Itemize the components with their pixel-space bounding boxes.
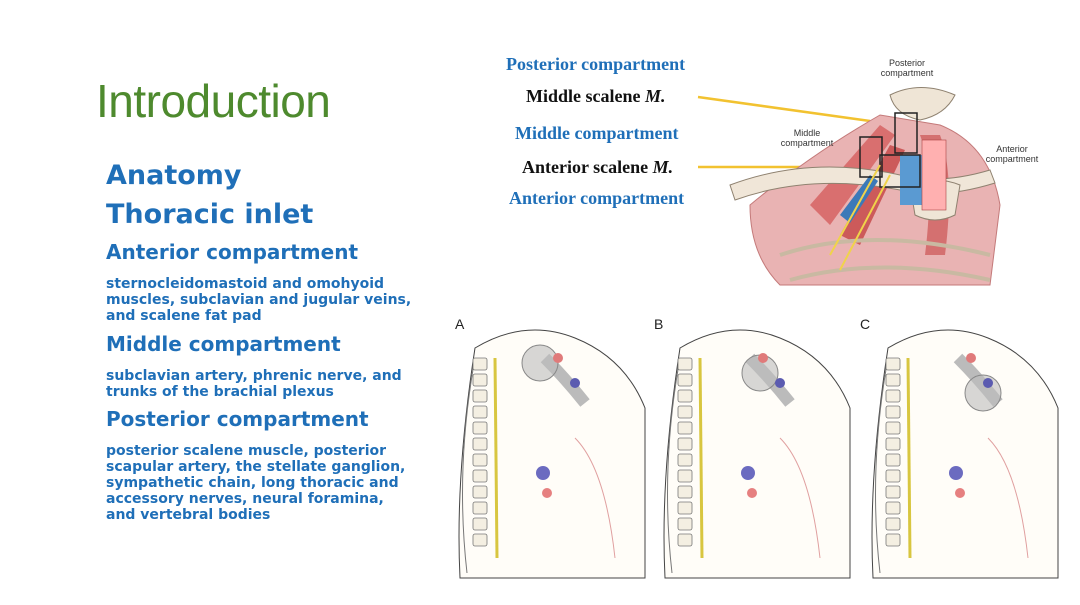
- label-middle-scalene: Middle scalene M.: [526, 86, 666, 106]
- sagittal-diagram-b: [663, 329, 851, 579]
- text-posterior-compartment: posterior scalene muscle, posterior scap…: [106, 443, 406, 523]
- heading-middle-compartment: Middle compartment: [106, 332, 341, 356]
- heading-thoracic-inlet: Thoracic inlet: [106, 199, 314, 230]
- label-anterior-scalene: Anterior scalene M.: [522, 157, 674, 177]
- label-middle-compartment: Middle compartment: [515, 123, 679, 143]
- sagittal-diagram-c: [871, 329, 1059, 579]
- panel-label-b: B: [654, 316, 664, 332]
- small-label-anterior: Anterior compartment: [985, 144, 1039, 164]
- label-posterior-compartment: Posterior compartment: [506, 54, 686, 74]
- small-label-posterior: Posterior compartment: [880, 58, 934, 78]
- small-label-middle: Middle compartment: [780, 128, 834, 148]
- page-title: Introduction: [96, 75, 331, 127]
- text-middle-compartment: subclavian artery, phrenic nerve, and tr…: [106, 368, 402, 400]
- panel-label-a: A: [455, 316, 465, 332]
- heading-anterior-compartment: Anterior compartment: [106, 240, 359, 264]
- text-anterior-compartment: sternocleidomastoid and omohyoid muscles…: [106, 276, 412, 324]
- panel-label-c: C: [860, 316, 871, 332]
- heading-posterior-compartment: Posterior compartment: [106, 407, 369, 431]
- heading-anatomy: Anatomy: [106, 160, 242, 191]
- thoracic-inlet-illustration: [697, 87, 1001, 286]
- sagittal-diagram-a: [458, 329, 646, 579]
- leader-line-middle-scalene: [697, 95, 871, 123]
- label-anterior-compartment: Anterior compartment: [509, 188, 685, 208]
